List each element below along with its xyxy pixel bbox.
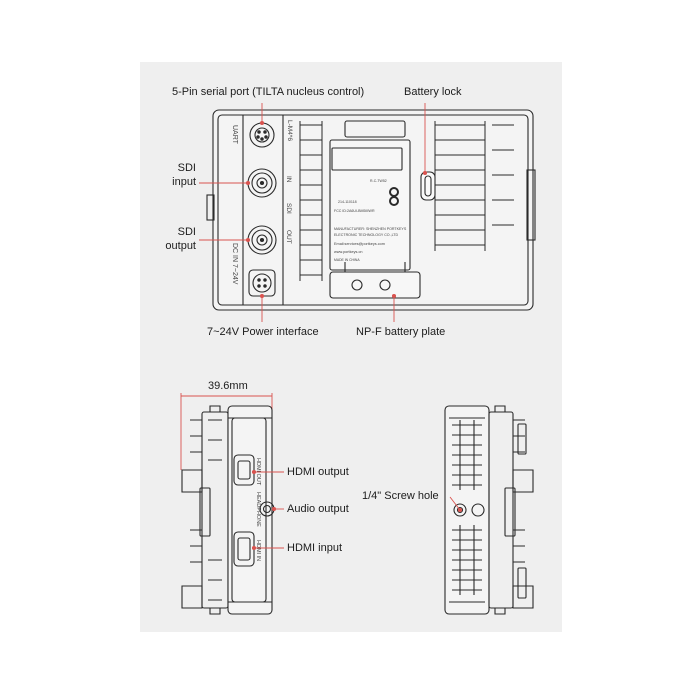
fcc-id-text: FCC ID:2A6UI-BM5IIIWR: [334, 209, 375, 213]
r-code-text: R-C-TW52: [370, 179, 387, 183]
sdi-out-mark: OUT: [285, 230, 292, 244]
callout-audio-output: Audio output: [287, 503, 349, 515]
sdi-mark: SDI: [285, 203, 292, 214]
side-view-right-drawing: [444, 405, 534, 615]
port-spec-mark: L-M4*6: [286, 120, 293, 141]
sdi-in-mark: IN: [285, 176, 292, 183]
cert-code-text: 214-110118: [338, 200, 357, 204]
hdmi-in-mark: HDMI IN: [255, 540, 261, 561]
sdi-out-connector-icon: [247, 225, 277, 255]
back-view-markings: UART L-M4*6 IN SDI OUT DC IN 7~24V R-C-T…: [231, 120, 407, 285]
callout-screw-hole: 1/4" Screw hole: [362, 490, 439, 502]
callout-sdi-input-line2: input: [172, 176, 196, 188]
side-view-left-drawing: [180, 393, 275, 615]
vent-fins-left: [299, 121, 323, 281]
back-view-drawing: [206, 109, 536, 311]
dc-in-mark: DC IN 7~24V: [231, 243, 238, 285]
callout-sdi-output-line2: output: [165, 240, 196, 252]
npf-plate-icon: [329, 262, 421, 299]
screw-hole-icon: [453, 503, 485, 517]
callout-npf-plate: NP-F battery plate: [356, 326, 446, 338]
label-line-2: ELECTRONIC TECHNOLOGY CO.,LTD: [334, 233, 399, 237]
callout-lines-top: [199, 103, 428, 322]
callout-battery-lock: Battery lock: [404, 86, 462, 98]
label-line-4: www.portkeys.cn: [334, 250, 363, 254]
sdi-in-connector-icon: [247, 168, 277, 198]
label-line-3: Email:services@portkeys.com: [334, 242, 385, 246]
uart-mark: UART: [231, 125, 238, 145]
callout-hdmi-input: HDMI input: [287, 542, 343, 554]
dimension-label: 39.6mm: [208, 380, 248, 392]
label-line-1: MANUFACTURER: SHENZHEN PORTKEYS: [334, 227, 407, 231]
callout-hdmi-output: HDMI output: [287, 466, 349, 478]
callout-power-interface: 7~24V Power interface: [207, 326, 319, 338]
callout-lines-side: [251, 469, 284, 551]
side-view-left-markings: HDMI OUT HEADPHONE HDMI IN: [255, 458, 261, 561]
callout-line-screw: [449, 496, 463, 513]
callout-serial-port: 5-Pin serial port (TILTA nucleus control…: [172, 86, 365, 98]
callout-sdi-output-line1: SDI: [177, 226, 196, 238]
headphone-mark: HEADPHONE: [255, 492, 261, 527]
label-line-5: MADE IN CHINA: [334, 258, 360, 262]
brand-logo-icon: [389, 187, 399, 206]
callout-sdi-input-line1: SDI: [177, 162, 196, 174]
